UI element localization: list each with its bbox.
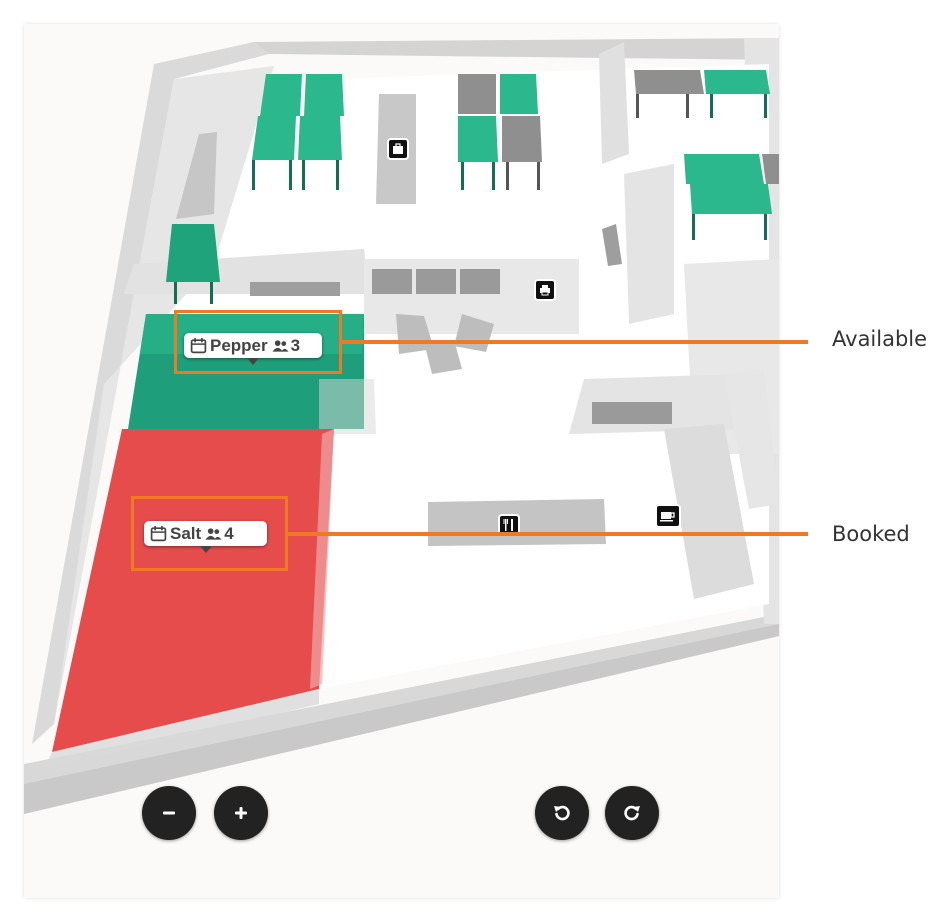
room-salt-wall-east [310, 429, 334, 689]
desk [166, 224, 220, 304]
desk-cluster [252, 74, 344, 190]
cabinet [416, 269, 456, 294]
room-name-salt: Salt [170, 523, 202, 543]
inner-wall-divider [599, 42, 629, 164]
outer-wall-south-face [24, 624, 779, 814]
location-pin [247, 358, 259, 365]
west-corridor [54, 66, 274, 724]
floor-slab [24, 624, 779, 898]
rotate-left-button[interactable] [535, 786, 589, 840]
rotate-right-button[interactable] [605, 786, 659, 840]
room-capacity-pepper: 3 [290, 335, 301, 355]
coffee-icon[interactable] [655, 504, 681, 528]
outer-wall-west [32, 42, 269, 744]
desk-cluster [634, 70, 770, 118]
room-pepper-wall [319, 379, 376, 434]
map-panel[interactable]: Pepper 3 Salt 4 [24, 24, 779, 898]
calendar-icon [150, 526, 167, 542]
inner-wall-east-block-4 [664, 424, 754, 599]
legend-booked: Booked [832, 522, 910, 546]
outer-wall-north [254, 38, 779, 60]
highlight-pepper [174, 310, 342, 374]
inner-wall-east-block-5 [724, 369, 779, 509]
room-label-pepper[interactable]: Pepper 3 [184, 333, 322, 365]
calendar-icon [190, 338, 207, 354]
bench [176, 132, 217, 219]
rotate-cw-icon [624, 805, 640, 821]
plus-icon [235, 807, 247, 819]
highlight-salt [131, 496, 288, 571]
room-name-pepper: Pepper [210, 335, 268, 355]
desk-cluster [458, 74, 542, 190]
room-salt-wall-south [44, 689, 319, 769]
people-icon [272, 339, 289, 352]
rotate-ccw-icon [554, 805, 570, 821]
legend-available: Available [832, 327, 928, 351]
bench [250, 282, 340, 296]
locker-icon[interactable] [387, 138, 409, 160]
zoom-out-button[interactable] [142, 786, 196, 840]
zoom-in-button[interactable] [214, 786, 268, 840]
room-capacity-salt: 4 [224, 523, 234, 543]
desk-cluster [684, 154, 779, 240]
chair [602, 224, 622, 266]
room-salt[interactable] [52, 429, 334, 752]
lounge-seat [424, 340, 462, 374]
callout-line-available [342, 340, 808, 344]
room-label-salt[interactable]: Salt 4 [144, 521, 267, 553]
people-icon [205, 527, 222, 540]
cabinet [592, 402, 672, 424]
inner-wall-east-block [624, 164, 674, 324]
location-pin [199, 546, 212, 553]
printer-icon[interactable] [534, 279, 556, 301]
cabinet [372, 269, 412, 294]
minus-icon [163, 811, 175, 815]
cabinet [460, 269, 500, 294]
callout-line-booked [288, 532, 808, 536]
